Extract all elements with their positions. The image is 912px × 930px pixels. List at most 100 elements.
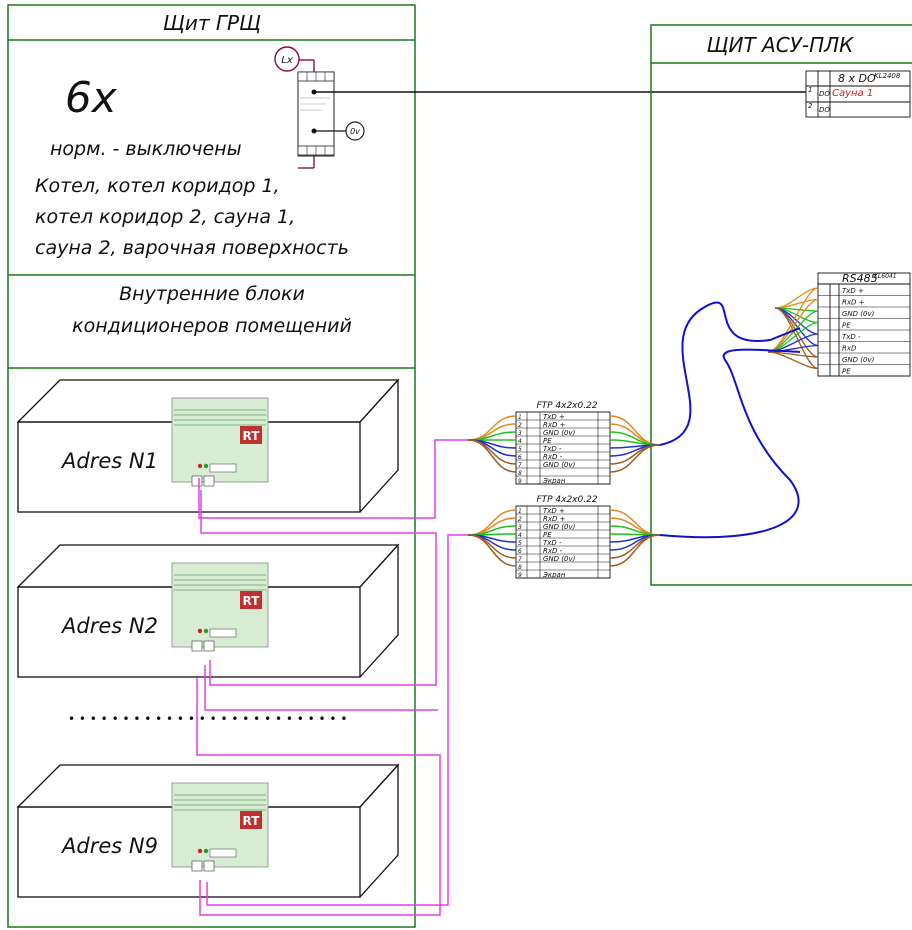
- gateway-led: [197, 848, 203, 854]
- do-module: [805, 70, 911, 118]
- cable-row-label: RxD +: [543, 515, 566, 523]
- cable-row-num: 1: [518, 414, 522, 421]
- zero-label: 0v: [350, 127, 360, 136]
- rs485-row-label: GND (0v): [842, 310, 875, 318]
- lx-terminal-icon: [274, 46, 300, 72]
- left-panel: [7, 4, 416, 928]
- cable-row-num: 1: [518, 508, 522, 515]
- loads-line-1: Котел, котел коридор 1,: [35, 175, 280, 197]
- do-part: KL2408: [874, 72, 901, 80]
- gateway-logo-text: RT: [243, 594, 261, 608]
- indoor-title-2: кондиционеров помещений: [72, 315, 352, 337]
- gateway-port: [203, 640, 215, 652]
- fan-wire: [609, 534, 661, 567]
- cable-row-label: GND (0v): [543, 523, 576, 531]
- cable-title: FTP 4x2x0.22: [536, 495, 597, 505]
- cable-row-label: RxD +: [543, 421, 566, 429]
- cable-row-label: PE: [543, 531, 552, 539]
- indoor-title-1: Внутренние блоки: [119, 283, 305, 305]
- right-panel-title: ЩИТ АСУ-ПЛК: [707, 33, 855, 57]
- do-row-2-num: 2: [808, 102, 813, 110]
- fan-wire: [774, 287, 819, 309]
- cable-row-num: 3: [518, 430, 522, 437]
- fan-wire: [774, 307, 819, 370]
- cable-row-num: 6: [518, 454, 522, 461]
- cable-row-label: PE: [543, 437, 552, 445]
- fan-wire: [609, 534, 661, 551]
- cable-row-num: 6: [518, 548, 522, 555]
- cable-row-num: 7: [518, 556, 522, 563]
- gateway-led: [197, 628, 203, 634]
- rs485-part: KL6041: [874, 273, 897, 280]
- cable-row-num: 9: [518, 572, 522, 579]
- cable-row-num: 5: [518, 540, 522, 547]
- gateway-led: [203, 848, 209, 854]
- cable-row-label: RxD -: [543, 547, 563, 555]
- ellipsis: • • • • • • • • • • • • • • • • • • • • …: [68, 712, 347, 726]
- loads-line-2: котел коридор 2, сауна 1,: [35, 206, 295, 228]
- left-panel-title: Щит ГРЩ: [163, 11, 261, 35]
- gateway-led: [203, 628, 209, 634]
- gateway-logo: [240, 811, 262, 829]
- do-header: 8 х DO: [838, 72, 876, 85]
- relay-lx-wire: [298, 59, 315, 169]
- fan-wire: [767, 351, 819, 370]
- indoor-unit: RT Adres N1: [16, 378, 400, 513]
- unit-address-label: Adres N1: [60, 449, 158, 473]
- cable-row-label: TxD -: [543, 539, 562, 547]
- gateway-port: [203, 860, 215, 872]
- cable-row-label: TxD +: [543, 507, 565, 515]
- fan-wire: [467, 534, 517, 551]
- gateway-logo-text: RT: [243, 429, 261, 443]
- cable-row-label: RxD -: [543, 453, 563, 461]
- do-row-1-type: DO: [819, 90, 830, 98]
- cable-row-num: 8: [518, 470, 522, 477]
- cable-title: FTP 4x2x0.22: [536, 401, 597, 411]
- cable-row-num: 8: [518, 564, 522, 571]
- loads-line-3: сауна 2, варочная поверхность: [35, 237, 349, 259]
- cable-row-label: GND (0v): [543, 555, 576, 563]
- cable-row-label: GND (0v): [543, 429, 576, 437]
- gateway-port: [203, 475, 215, 487]
- fan-wire: [467, 439, 517, 473]
- cable-row-num: 4: [518, 438, 522, 445]
- fan-wire: [609, 439, 661, 446]
- bus-wiring: [196, 439, 468, 916]
- do-row-2-type: DO: [819, 106, 830, 114]
- gateway-port: [191, 860, 203, 872]
- rs485-header: RS485: [842, 272, 878, 285]
- unit-side-face: [359, 763, 399, 898]
- unit-address-label: Adres N9: [60, 834, 158, 858]
- unit-side-face: [359, 378, 399, 513]
- do-row-1-label: Сауна 1: [832, 88, 873, 99]
- cable-frame: [515, 411, 611, 485]
- gateway-port: [191, 475, 203, 487]
- gateway-led: [203, 463, 209, 469]
- right-panel: [650, 24, 912, 586]
- gateway-terminals: [209, 848, 237, 858]
- cable-row-num: 9: [518, 478, 522, 485]
- rs485-row-label: PE: [842, 368, 851, 376]
- fan-wire: [609, 444, 661, 473]
- gateway-logo: [240, 426, 262, 444]
- cable-row-label: Экран: [542, 477, 566, 485]
- cable-row-label: Экран: [542, 571, 566, 579]
- rs485-row-label: RxD: [842, 345, 857, 353]
- rs485-row-label: TxD -: [842, 333, 861, 341]
- rs485-links: [659, 301, 801, 539]
- cable-row-label: TxD -: [543, 445, 562, 453]
- cable-row-num: 5: [518, 446, 522, 453]
- unit-side-face: [359, 543, 399, 678]
- lx-label: Lx: [281, 55, 293, 66]
- cable-row-num: 3: [518, 524, 522, 531]
- relay-state: норм. - выключены: [50, 138, 242, 160]
- gateway-logo-text: RT: [243, 814, 261, 828]
- gateway-terminals: [209, 463, 237, 473]
- gateway-terminals: [209, 628, 237, 638]
